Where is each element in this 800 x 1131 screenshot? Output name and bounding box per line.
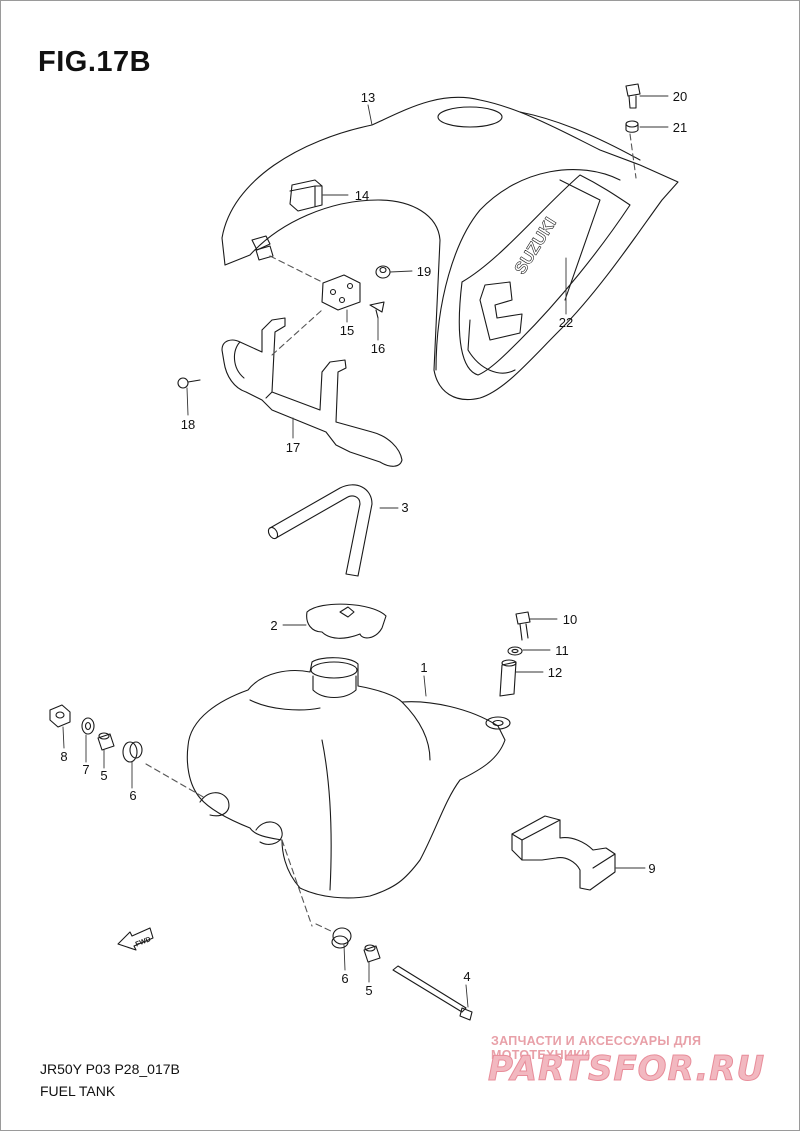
callout-18: 18 bbox=[181, 417, 195, 432]
callout-12: 12 bbox=[548, 665, 562, 680]
callout-8: 8 bbox=[60, 749, 67, 764]
callout-15: 15 bbox=[340, 323, 354, 338]
callout-3: 3 bbox=[401, 500, 408, 515]
callout-5-bottom: 5 bbox=[365, 983, 372, 998]
callout-13: 13 bbox=[361, 90, 375, 105]
part-19-nut[interactable] bbox=[375, 265, 391, 279]
part-16-screw[interactable] bbox=[369, 301, 385, 319]
callout-labels: 1 2 3 4 5 5 6 6 7 8 9 10 11 12 13 14 15 … bbox=[60, 89, 687, 998]
callout-17: 17 bbox=[286, 440, 300, 455]
part-18-bolt[interactable] bbox=[177, 377, 201, 389]
callout-5-left: 5 bbox=[100, 768, 107, 783]
part-17-tank-bracket[interactable] bbox=[221, 317, 403, 467]
part-7-washer[interactable] bbox=[81, 717, 95, 735]
figure-name: FUEL TANK bbox=[40, 1083, 116, 1099]
callout-21: 21 bbox=[673, 120, 687, 135]
callout-7: 7 bbox=[82, 762, 89, 777]
part-1-fuel-tank[interactable] bbox=[186, 657, 511, 899]
part-10-bolt[interactable] bbox=[515, 611, 531, 641]
part-12-collar[interactable] bbox=[499, 659, 517, 697]
figure-title: FIG.17B bbox=[38, 46, 152, 78]
suzuki-logo-text: SUZUKI bbox=[511, 214, 561, 278]
fwd-arrow-icon: FWD bbox=[117, 927, 154, 951]
callout-6-bottom: 6 bbox=[341, 971, 348, 986]
callout-2: 2 bbox=[270, 618, 277, 633]
callout-16: 16 bbox=[371, 341, 385, 356]
part-4-long-bolt[interactable] bbox=[392, 965, 473, 1021]
callout-22: 22 bbox=[559, 315, 573, 330]
part-22-decal[interactable]: SUZUKI bbox=[479, 179, 601, 341]
callout-4: 4 bbox=[463, 969, 470, 984]
part-5-collar-left[interactable] bbox=[97, 732, 115, 751]
part-6-grommet-left[interactable] bbox=[122, 741, 143, 763]
part-14-cushion[interactable] bbox=[289, 179, 323, 212]
part-15-bracket[interactable] bbox=[321, 274, 361, 311]
part-3-breather-hose[interactable] bbox=[267, 484, 373, 577]
assembly-lines bbox=[145, 133, 637, 933]
callout-6-left: 6 bbox=[129, 788, 136, 803]
part-21-collar[interactable] bbox=[625, 120, 639, 133]
callout-1: 1 bbox=[420, 660, 427, 675]
callout-10: 10 bbox=[563, 612, 577, 627]
part-9-tank-holder[interactable] bbox=[511, 815, 616, 891]
cover-grommets bbox=[251, 235, 274, 261]
part-2-fuel-cap[interactable] bbox=[306, 603, 387, 639]
leader-lines bbox=[62, 95, 669, 1008]
part-11-washer[interactable] bbox=[507, 646, 523, 656]
part-8-nut[interactable] bbox=[49, 704, 71, 728]
figure-code: JR50Y P03 P28_017B bbox=[40, 1061, 180, 1077]
part-6-grommet-bottom[interactable] bbox=[331, 927, 352, 949]
callout-20: 20 bbox=[673, 89, 687, 104]
part-5-collar-bottom[interactable] bbox=[363, 944, 381, 963]
watermark-tagline: ЗАПЧАСТИ И АКСЕССУАРЫ ДЛЯ МОТОТЕХНИКИ bbox=[491, 1034, 702, 1062]
callout-9: 9 bbox=[648, 861, 655, 876]
part-20-bolt[interactable] bbox=[625, 83, 641, 109]
watermark-logo: PARTSFOR.RU bbox=[487, 1049, 766, 1090]
part-13-tank-cover[interactable] bbox=[221, 96, 679, 400]
callout-19: 19 bbox=[417, 264, 431, 279]
callout-11: 11 bbox=[555, 643, 569, 658]
callout-14: 14 bbox=[355, 188, 369, 203]
